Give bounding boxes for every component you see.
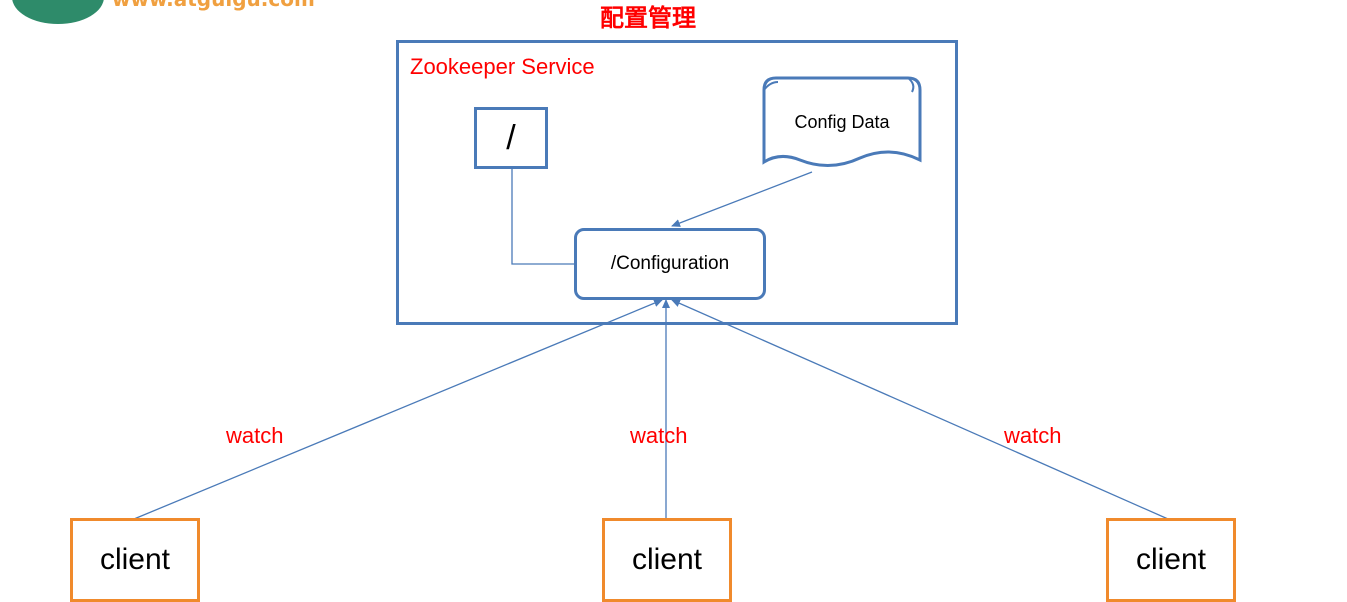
configuration-node-label: /Configuration (610, 253, 730, 274)
config-data-curl-left (763, 81, 779, 91)
client-3-watch-arrow (671, 299, 1169, 520)
zookeeper-service-label: Zookeeper Service (410, 54, 595, 79)
configuration-node: /Configuration (574, 228, 766, 300)
client-label-2: client (631, 543, 703, 576)
root-node: / (474, 107, 548, 169)
config-data-arrow (671, 171, 813, 227)
client-box-1: client (70, 518, 200, 602)
logo-text: www.atguigu.com (112, 0, 315, 11)
watch-label-2: watch (630, 423, 688, 448)
client-box-2: client (602, 518, 732, 602)
config-data-curl-right (907, 77, 915, 93)
client-label-3: client (1135, 543, 1207, 576)
config-data-label: Config Data (794, 112, 890, 132)
zookeeper-service-box (396, 40, 958, 325)
root-to-configuration-connector (511, 166, 574, 265)
diagram-title: 配置管理 (600, 4, 696, 32)
client-1-watch-arrow (133, 299, 663, 520)
watch-label-3: watch (1004, 423, 1062, 448)
client-label-1: client (99, 543, 171, 576)
client-box-3: client (1106, 518, 1236, 602)
root-node-label: / (506, 118, 516, 157)
config-data-shape (762, 76, 922, 167)
watch-label-1: watch (226, 423, 284, 448)
